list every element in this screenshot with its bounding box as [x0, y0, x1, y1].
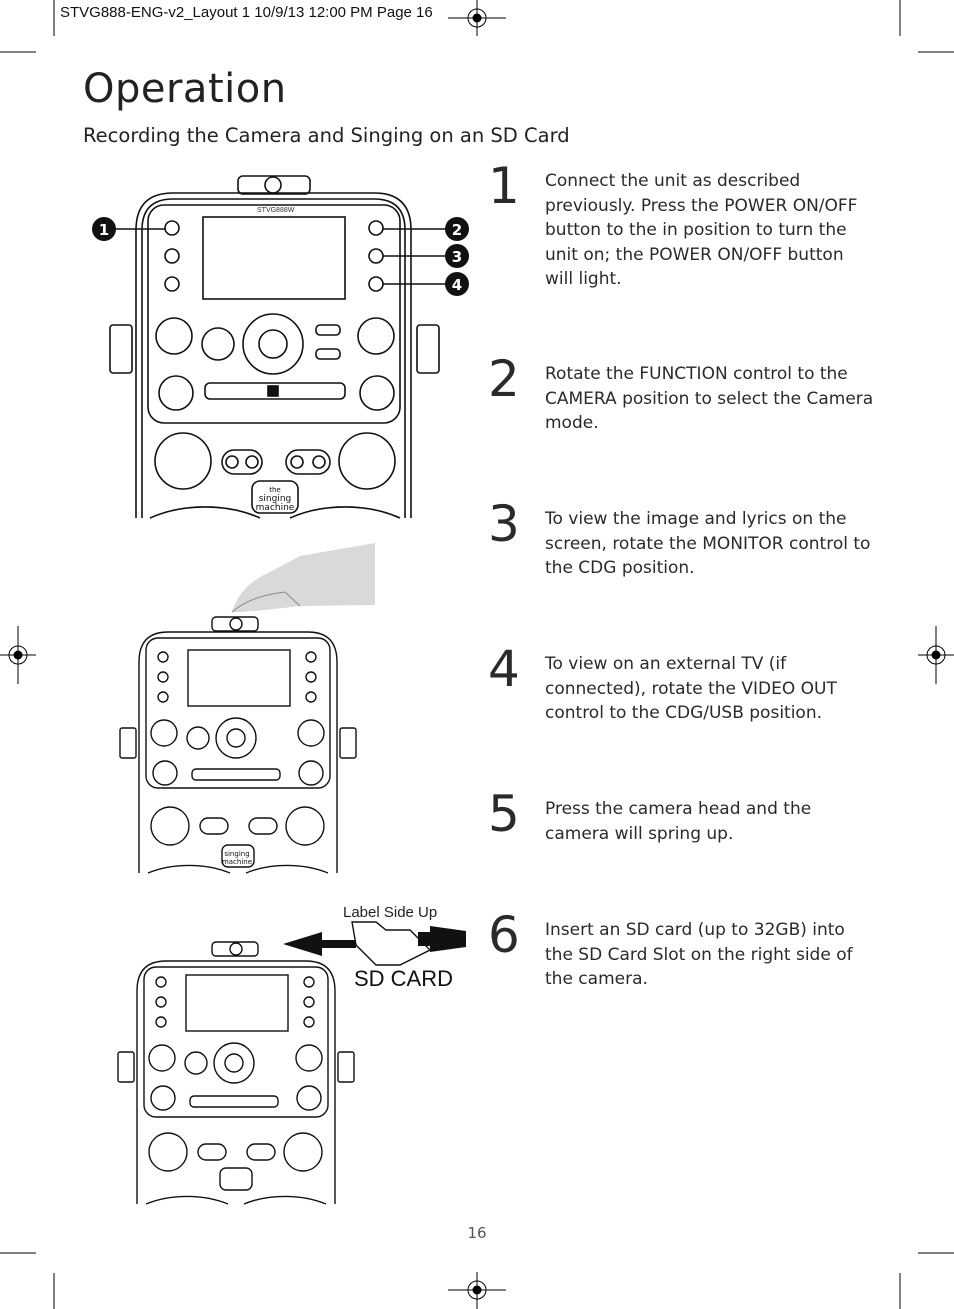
crosshair-icon: [0, 626, 36, 684]
svg-text:3: 3: [452, 248, 462, 266]
brand-logo-singing-2: singing: [224, 850, 249, 858]
svg-text:1: 1: [99, 221, 109, 239]
brand-logo-machine-2: machine: [222, 858, 252, 866]
label-side-up-caption: Label Side Up: [343, 904, 437, 921]
crosshair-icon: [448, 0, 506, 36]
crosshair-icon: [918, 626, 954, 684]
step-text: Press the camera head and the camera wil…: [545, 799, 812, 844]
brand-logo-machine: machine: [256, 503, 295, 513]
callout-marker-2: 2: [445, 217, 469, 241]
push-arrow-icon: [418, 926, 466, 952]
svg-text:4: 4: [452, 276, 462, 294]
karaoke-unit-front-small: [117, 941, 355, 1205]
brand-logo-singing: singing: [259, 494, 292, 504]
crosshair-icon: [448, 1272, 506, 1309]
karaoke-unit-front-medium: [119, 616, 357, 874]
step-text: To view on an external TV (if connected)…: [545, 654, 837, 723]
step-text: Connect the unit as described previously…: [545, 171, 858, 289]
karaoke-unit-front-large: [109, 175, 440, 519]
step-number: 5: [488, 785, 520, 843]
step-text: To view the image and lyrics on the scre…: [545, 509, 871, 578]
hand-pressing-camera-illustration: [231, 543, 375, 613]
insert-direction-arrow-icon: [283, 932, 356, 956]
brand-logo-the: the: [269, 486, 281, 494]
print-slug: STVG888-ENG-v2_Layout 1 10/9/13 12:00 PM…: [60, 4, 433, 21]
callout-marker-4: 4: [445, 272, 469, 296]
callout-marker-1: 1: [92, 217, 116, 241]
page-number: 16: [467, 1224, 487, 1242]
callout-marker-3: 3: [445, 244, 469, 268]
step-number: 1: [488, 157, 520, 215]
step-text: Insert an SD card (up to 32GB) into the …: [545, 920, 853, 989]
step-number: 4: [488, 640, 520, 698]
step-text: Rotate the FUNCTION control to the CAMER…: [545, 364, 874, 433]
page-title: Operation: [83, 66, 287, 112]
step-number: 6: [488, 906, 520, 964]
model-label: STVG888W: [257, 207, 295, 214]
step-number: 3: [488, 495, 520, 553]
section-subtitle: Recording the Camera and Singing on an S…: [83, 124, 570, 147]
step-number: 2: [488, 350, 520, 408]
sd-card-caption: SD CARD: [354, 966, 453, 991]
svg-text:2: 2: [452, 221, 462, 239]
